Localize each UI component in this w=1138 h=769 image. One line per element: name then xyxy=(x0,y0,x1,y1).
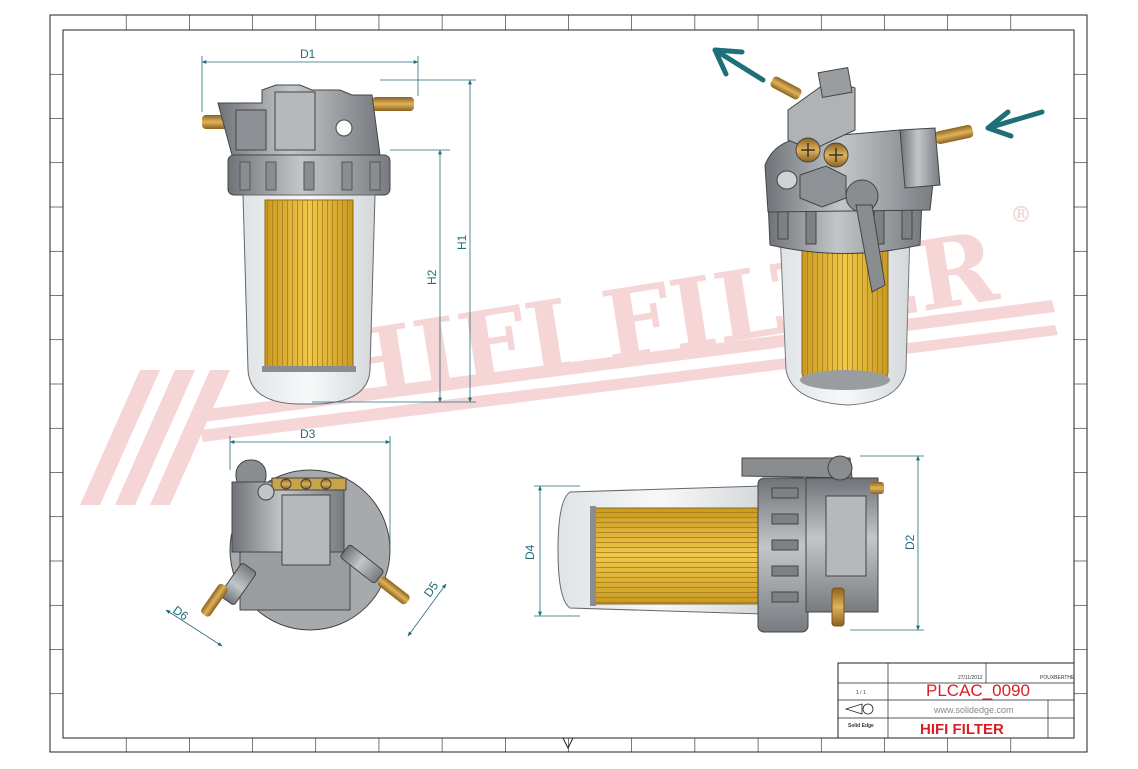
dimension-d6: D6 xyxy=(170,603,191,623)
watermark: HIFI FILTER ® xyxy=(80,202,1058,505)
title-block-part-number: PLCAC_0090 xyxy=(926,681,1030,700)
front-view xyxy=(202,84,414,405)
title-block-sheet: 1 / 1 xyxy=(856,690,866,696)
title-block-website: www.solidedge.com xyxy=(933,705,1014,715)
top-view xyxy=(201,459,410,631)
title-block xyxy=(837,662,1075,739)
dimension-d5: D5 xyxy=(421,579,441,600)
inlet-flow-arrow-icon xyxy=(985,109,1045,139)
frame-grid-ticks xyxy=(50,15,1087,752)
dimension-d1: D1 xyxy=(300,47,316,61)
projection-symbol-icon xyxy=(844,703,874,715)
dimension-d2: D2 xyxy=(903,534,917,550)
outlet-flow-arrow-icon xyxy=(712,47,766,83)
drawing-frame xyxy=(49,14,1088,753)
side-view xyxy=(557,455,884,633)
top-view-dimensions xyxy=(165,436,447,647)
center-mark-icon xyxy=(562,737,574,750)
dimension-h2: H2 xyxy=(425,269,439,285)
dimension-h1: H1 xyxy=(455,234,469,250)
front-view-dimensions xyxy=(201,56,476,403)
dimension-d4: D4 xyxy=(523,544,537,560)
title-block-software: Solid Edge xyxy=(848,723,874,729)
title-block-date: 27/11/2012 xyxy=(958,675,983,681)
title-block-brand: HIFI FILTER xyxy=(920,721,1004,738)
watermark-registered-icon: ® xyxy=(1010,202,1032,228)
side-view-dimensions xyxy=(534,455,924,631)
isometric-view xyxy=(712,47,1045,406)
title-block-author: POUXBERTHE xyxy=(1040,675,1075,681)
dimension-d3: D3 xyxy=(300,427,316,441)
